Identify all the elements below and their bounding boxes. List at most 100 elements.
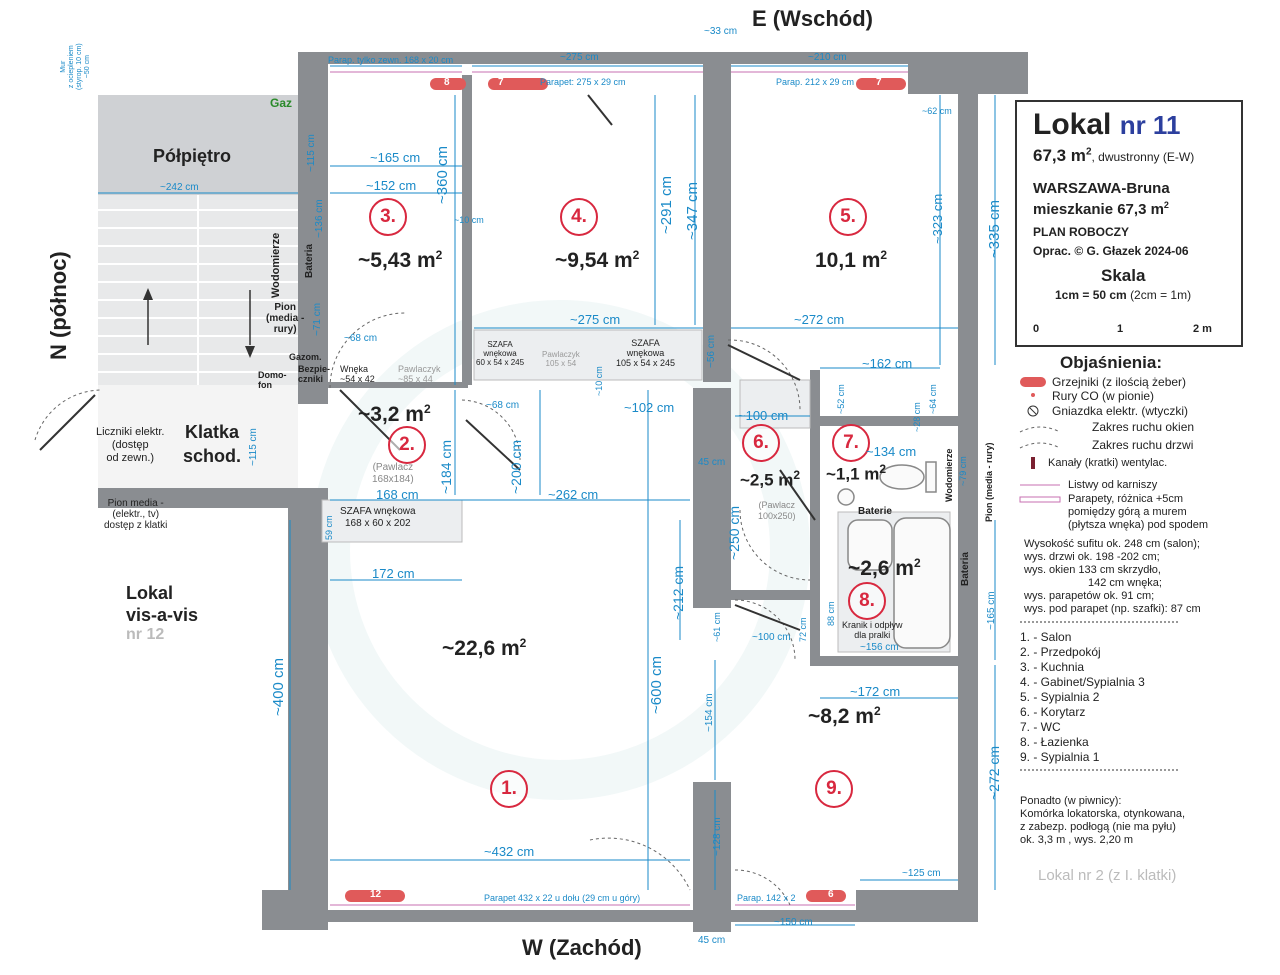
dim-88: 88 cm (826, 601, 836, 626)
dim-323: ~323 cm (930, 193, 945, 244)
legend-radiator: Grzejniki (z ilością żeber) (1052, 375, 1187, 389)
domofon-label: Domo- fon (258, 370, 287, 390)
room-area-3: ~5,43 m2 (358, 248, 443, 272)
dim-33: ~33 cm (704, 26, 738, 37)
room-list-item: 3. - Kuchnia (1020, 660, 1085, 674)
info-plan-type: PLAN ROBOCZY (1033, 225, 1129, 239)
dim-272: ~272 cm (794, 312, 845, 327)
legend-rails: Listwy od karniszy (1068, 479, 1158, 491)
wodomierze2-label: Wodomierze (944, 448, 954, 502)
room-area-5: 10,1 m2 (815, 248, 888, 272)
room-list-item: 7. - WC (1020, 720, 1061, 734)
legend-pipes: Rury CO (w pionie) (1052, 389, 1155, 403)
dim-100a: ~100 cm (738, 408, 789, 423)
basement-line: Ponadto (w piwnicy): (1020, 795, 1122, 807)
walls (98, 52, 1028, 932)
dim-64: ~64 cm (928, 384, 938, 414)
door-swings (34, 312, 811, 906)
baterie-label: Baterie (858, 506, 892, 517)
dim-71: ~71 cm (312, 302, 323, 336)
dim-136: ~136 cm (314, 199, 325, 238)
dimension-lines (98, 65, 996, 926)
dim-262: ~262 cm (548, 487, 599, 502)
dim-168: 168 cm (376, 487, 419, 502)
lokal-vis-label: Lokal vis-a-vis (126, 583, 199, 625)
room-area-2: ~3,2 m2 (358, 402, 431, 426)
radiator-count: 7 (498, 77, 504, 88)
basement-note: Ponadto (w piwnicy): Komórka lokatorska,… (1020, 795, 1185, 847)
watermark (310, 300, 810, 800)
legend-vents: Kanały (kratki) wentylac. (1048, 457, 1168, 469)
room-list-item: 6. - Korytarz (1020, 705, 1086, 719)
wneka-label: Wnęka ~54 x 42 (340, 364, 375, 384)
note-line: 142 cm wnęka; (1088, 577, 1162, 589)
szafa-small-label: SZAFA wnękowa 60 x 54 x 245 (476, 340, 525, 367)
radiator-count: 6 (828, 889, 834, 900)
lokal-vis-nr: nr 12 (126, 626, 165, 643)
legend-icons (1019, 377, 1180, 771)
dim-242: ~242 cm (160, 182, 199, 193)
info-title: Lokal nr 11 (1033, 108, 1181, 141)
dim-79: ~79 cm (958, 456, 968, 486)
dim-152: ~152 cm (366, 178, 417, 193)
room-area-7: ~1,1 m2 (826, 462, 887, 484)
radiator-count: 12 (370, 889, 382, 900)
legend-sockets: Gniazdka elektr. (wtyczki) (1052, 404, 1189, 418)
legend-title: Objaśnienia: (1060, 353, 1163, 372)
legend-sills-3: (płytsza wnęka) pod spodem (1068, 519, 1209, 531)
room-area-6: ~2,5 m2 (740, 468, 801, 490)
dim-59: 59 cm (324, 515, 334, 540)
room-list-item: 8. - Łazienka (1020, 735, 1089, 749)
info-area: 67,3 m2, dwustronny (E-W) (1033, 146, 1195, 165)
dim-102: ~102 cm (624, 400, 675, 415)
dim-165: ~165 cm (370, 150, 421, 165)
curtain-rails (330, 71, 908, 906)
room-marker-4: 4. (560, 198, 598, 236)
dim-200: ~200 cm (508, 439, 524, 494)
dim-28: ~28 cm (912, 402, 922, 432)
lokal-nr2-label: Lokal nr 2 (z I. klatki) (1038, 867, 1177, 884)
dim-62: ~62 cm (922, 106, 952, 116)
room-marker-7: 7. (832, 424, 870, 462)
room-marker-3: 3. (369, 198, 407, 236)
room-area-1: ~22,6 m2 (442, 636, 527, 660)
scale-tick-0: 0 (1033, 323, 1040, 335)
room-marker-9: 9. (815, 770, 853, 808)
legend-sills-2: pomiędzy górą a murem (1068, 506, 1187, 518)
dim-360: ~360 cm (434, 146, 451, 204)
note-line: wys. okien 133 cm skrzydło, (1024, 564, 1161, 576)
room-list-item: 9. - Sypialnia 1 (1020, 750, 1100, 764)
dim-162: ~162 cm (862, 356, 913, 371)
compass-north: N (północ) (46, 251, 71, 360)
pawlaczyk2-label: Pawlaczyk 105 x 54 (542, 350, 580, 368)
dim-165b: ~165 cm (986, 591, 997, 630)
info-city: WARSZAWA-Bruna (1033, 180, 1170, 197)
room-marker-1: 1. (490, 770, 528, 808)
szafa-wnekowa-label: SZAFA wnękowa 168 x 60 x 202 (340, 506, 416, 529)
radiators (345, 78, 906, 902)
dim-52: ~52 cm (836, 384, 846, 414)
pion-media-label: Pion media - (elektr., tv) dostęp z klat… (104, 498, 168, 531)
room-list-item: 5. - Sypialnia 2 (1020, 690, 1100, 704)
bateria-bath-label: Bateria (960, 552, 971, 586)
dim-272b: ~272 cm (986, 745, 1002, 800)
basement-line: Komórka lokatorska, otynkowana, (1020, 808, 1186, 820)
dim-10: ~10 cm (454, 215, 484, 225)
dim-68b: ~68 cm (486, 400, 520, 411)
room-list-item: 1. - Salon (1020, 630, 1072, 644)
dim-432: ~432 cm (484, 844, 535, 859)
room-marker-8: 8. (848, 582, 886, 620)
parapet-label-2: Parapet: 275 x 29 cm (540, 77, 626, 87)
scale-title: Skala (1101, 266, 1146, 285)
dim-100b: ~100 cm (752, 632, 791, 643)
room-list-item: 2. - Przedpokój (1020, 645, 1101, 659)
dim-125: ~125 cm (902, 868, 941, 879)
note-line: wys. pod parapet (np. szafki): 87 cm (1024, 603, 1201, 615)
liczniki-label: Liczniki elektr. (dostęp od zewn.) (96, 426, 165, 464)
dim-156: ~156 cm (860, 642, 899, 653)
basement-line: z zabezp. podłogą (nie ma pyłu) (1020, 821, 1176, 833)
room-area-8: ~2,6 m2 (848, 556, 921, 580)
parapet-label-1: Parap. tylko zewn. 168 x 20 cm (328, 55, 454, 65)
pawlaczyk-label: Pawlaczyk ~85 x 44 (398, 364, 441, 384)
info-apartment: mieszkanie 67,3 m2 (1033, 200, 1169, 218)
